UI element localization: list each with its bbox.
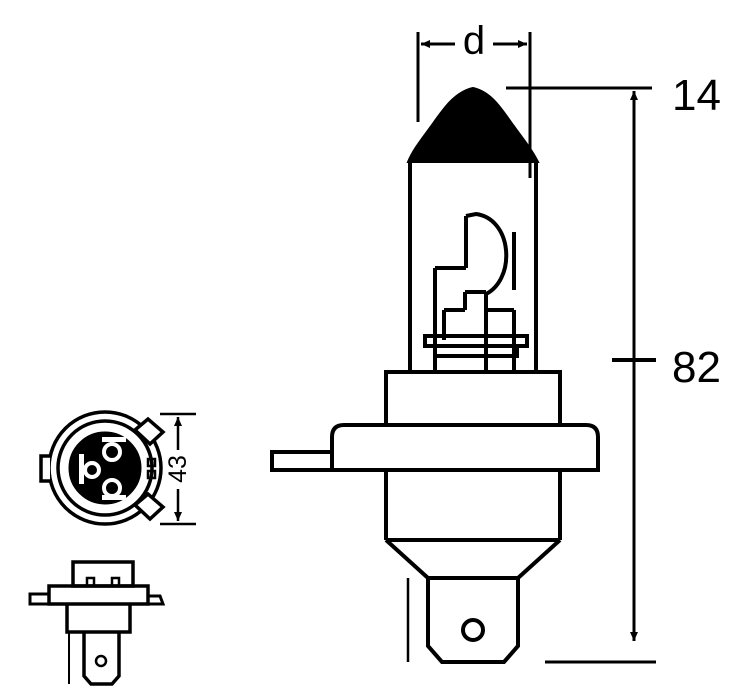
end-view-contact-left bbox=[83, 461, 101, 479]
filament-assembly bbox=[423, 211, 529, 372]
glass-envelope-walls bbox=[408, 160, 538, 372]
bulb-black-dome-cap bbox=[406, 86, 540, 163]
base-end-view: 43 bbox=[39, 410, 196, 526]
dim-82-label: 82 bbox=[672, 343, 721, 392]
main-bulb-view bbox=[270, 86, 600, 664]
end-view-contact-top bbox=[102, 442, 122, 462]
end-view-bar-bottom bbox=[102, 495, 126, 500]
filament-clamp-band-lower bbox=[433, 344, 519, 358]
dim-43-label: 43 bbox=[164, 455, 192, 483]
base-skirt-walls bbox=[384, 470, 562, 540]
base-side-view bbox=[28, 560, 166, 686]
filament-curved-coil bbox=[465, 211, 509, 296]
dim-d-label: d bbox=[463, 19, 485, 63]
dim-14-label: 14 bbox=[672, 71, 721, 120]
side-view-pin-hole bbox=[94, 654, 108, 668]
contact-pin-hole bbox=[461, 618, 485, 642]
end-view-left-tab bbox=[39, 454, 50, 483]
contact-pin bbox=[426, 576, 520, 664]
base-taper bbox=[384, 538, 562, 580]
dimension-43: 43 bbox=[160, 412, 196, 526]
dimension-82: 82 bbox=[545, 343, 721, 664]
side-view-right-tab bbox=[148, 594, 166, 606]
end-view-bar-left bbox=[79, 454, 84, 484]
end-view-contact-bottom bbox=[102, 478, 122, 498]
bulb-flange bbox=[330, 423, 600, 472]
side-view-skirt bbox=[65, 604, 132, 634]
end-view-upper-right-tab bbox=[132, 416, 166, 447]
flange-locating-tab bbox=[270, 450, 332, 472]
side-view-contact-pin bbox=[82, 632, 121, 686]
dimension-14: 14 bbox=[506, 71, 721, 358]
end-view-square-contact-lower bbox=[146, 469, 157, 480]
side-view-left-tab bbox=[28, 592, 49, 606]
end-view-lower-right-tab bbox=[132, 491, 166, 522]
end-view-contact-plate bbox=[68, 431, 142, 505]
end-view-inner-ring bbox=[56, 419, 154, 517]
end-view-square-contact-upper bbox=[146, 457, 157, 468]
dimension-d: d bbox=[416, 19, 532, 178]
end-view-bar-top bbox=[102, 437, 126, 442]
